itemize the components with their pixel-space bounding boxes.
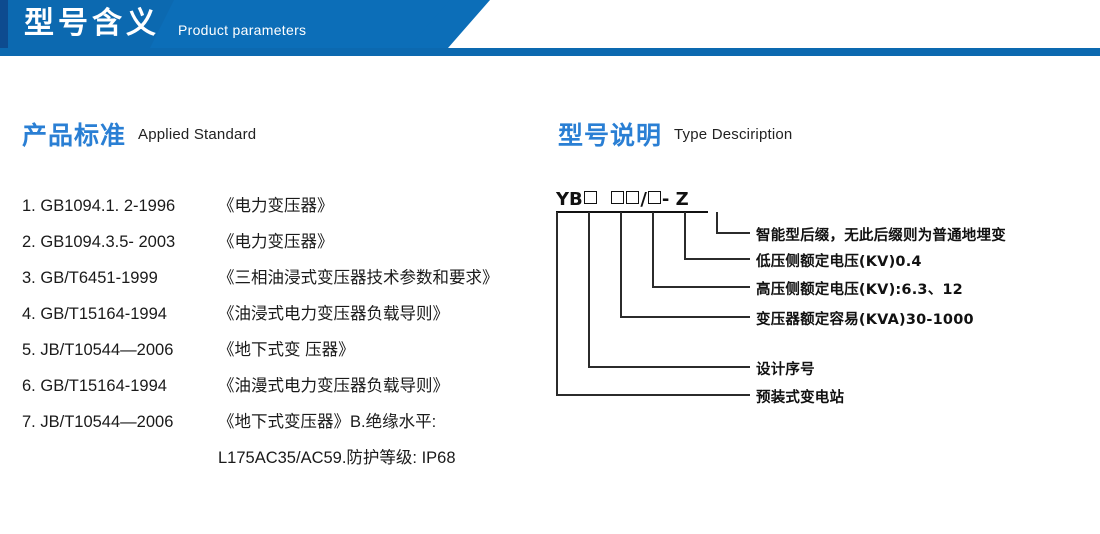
list-item: 2. GB1094.3.5- 2003 《电力变压器》	[22, 228, 542, 264]
standard-code: 2. GB1094.3.5- 2003	[22, 233, 176, 251]
list-item: 7. JB/T10544—2006 《地下式变压器》B.绝缘水平:	[22, 408, 542, 444]
banner-title-en: Product parameters	[178, 22, 307, 38]
page-banner: 型号含义 Product parameters	[0, 0, 1100, 56]
leader-vline-capacity	[620, 212, 622, 318]
standard-name: 《电力变压器》	[218, 197, 334, 215]
type-code-string: YB / - Z	[556, 190, 689, 214]
list-item-continuation: L175AC35/AC59.防护等级: IP68	[22, 444, 542, 480]
leader-hline-suffix	[716, 232, 750, 234]
type-code-box-1	[583, 191, 597, 204]
standard-code: 6. GB/T15164-1994	[22, 377, 167, 395]
standard-name: 《油漫式电力变压器负载导则》	[218, 377, 449, 395]
callout-label-capacity: 变压器额定容易(KVA)30-1000	[756, 312, 974, 328]
standard-code: 7. JB/T10544—2006	[22, 413, 174, 431]
type-code-slash: /	[640, 189, 647, 210]
standard-code: 3. GB/T6451-1999	[22, 269, 158, 287]
type-code-underline	[556, 211, 708, 213]
section-heading-en: Applied Standard	[138, 125, 257, 143]
callout-label-substation: 预装式变电站	[756, 390, 845, 406]
type-code-box-2	[611, 191, 625, 204]
section-heading-type-description: 型号说明 Type Desciription	[558, 116, 792, 152]
callout-label-suffix: 智能型后缀，无此后缀则为普通地埋变	[756, 228, 1006, 244]
standard-code: 4. GB/T15164-1994	[22, 305, 167, 323]
callout-label-hv: 高压侧额定电压(KV):6.3、12	[756, 282, 963, 298]
section-heading-en: Type Desciription	[674, 125, 793, 143]
leader-hline-design-no	[588, 366, 750, 368]
type-code-suffix: - Z	[661, 189, 689, 210]
standard-name: 《地下式变 压器》	[218, 341, 355, 359]
leader-vline-substation	[556, 212, 558, 396]
section-heading-cn: 型号说明	[558, 121, 663, 150]
type-code-prefix: YB	[556, 189, 583, 210]
leader-hline-hv	[652, 286, 750, 288]
leader-vline-lv	[684, 212, 686, 260]
standards-list: 1. GB1094.1. 2-1996 《电力变压器》 2. GB1094.3.…	[22, 192, 542, 480]
list-item: 1. GB1094.1. 2-1996 《电力变压器》	[22, 192, 542, 228]
type-code-box-3	[626, 191, 640, 204]
callout-label-lv: 低压侧额定电压(KV)0.4	[756, 254, 922, 270]
standard-name-continuation: L175AC35/AC59.防护等级: IP68	[218, 449, 456, 467]
leader-hline-lv	[684, 258, 750, 260]
section-heading-cn: 产品标准	[22, 121, 127, 150]
banner-left-edge	[0, 0, 8, 56]
banner-bottom-rule	[0, 48, 1100, 56]
list-item: 3. GB/T6451-1999 《三相油浸式变压器技术参数和要求》	[22, 264, 542, 300]
standard-name: 《三相油浸式变压器技术参数和要求》	[218, 269, 499, 287]
list-item: 6. GB/T15164-1994 《油漫式电力变压器负载导则》	[22, 372, 542, 408]
type-code-gap	[598, 190, 611, 210]
type-code-box-4	[647, 191, 661, 204]
list-item: 4. GB/T15164-1994 《油浸式电力变压器负载导则》	[22, 300, 542, 336]
standard-name: 《地下式变压器》B.绝缘水平:	[218, 413, 437, 431]
banner-title-cn: 型号含义	[24, 6, 160, 41]
section-heading-applied-standard: 产品标准 Applied Standard	[22, 116, 256, 152]
callout-label-design-no: 设计序号	[756, 362, 815, 378]
leader-hline-capacity	[620, 316, 750, 318]
leader-vline-suffix	[716, 212, 718, 234]
type-designation-diagram: YB / - Z 智能型后缀，无此后缀则为普通地埋变 低压侧额定电压(KV)0.…	[548, 190, 1088, 440]
leader-hline-substation	[556, 394, 750, 396]
standard-name: 《油浸式电力变压器负载导则》	[218, 305, 449, 323]
standard-code: 5. JB/T10544—2006	[22, 341, 174, 359]
standard-name: 《电力变压器》	[218, 233, 334, 251]
leader-vline-hv	[652, 212, 654, 288]
leader-vline-design-no	[588, 212, 590, 368]
list-item: 5. JB/T10544—2006 《地下式变 压器》	[22, 336, 542, 372]
standard-code: 1. GB1094.1. 2-1996	[22, 197, 176, 215]
